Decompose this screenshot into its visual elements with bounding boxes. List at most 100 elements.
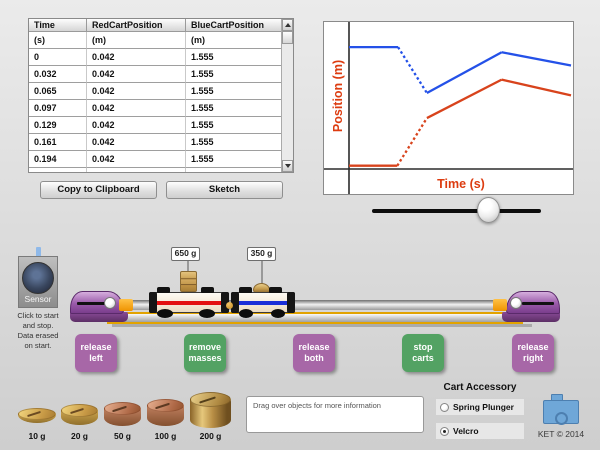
sensor-button[interactable]: Sensor xyxy=(18,256,58,308)
table-cell: 0.042 xyxy=(87,83,186,100)
radio-button[interactable] xyxy=(440,426,449,436)
table-cell: 1.555 xyxy=(186,66,282,83)
table-cell: 0.042 xyxy=(87,134,186,151)
scroll-up-icon xyxy=(284,23,291,27)
table-cell: 1.555 xyxy=(186,117,282,134)
unit-cell: (m) xyxy=(186,32,282,49)
red-cart-tag-pole xyxy=(187,261,189,273)
table-cell: 1.555 xyxy=(186,49,282,66)
column-header: BlueCartPosition xyxy=(186,19,282,32)
blue-cart-wheel xyxy=(271,309,285,318)
release-both-button[interactable]: release both xyxy=(293,334,335,372)
camera-icon xyxy=(543,400,579,425)
table-cell xyxy=(87,168,186,172)
table-cell: 0.097 xyxy=(29,100,87,117)
column-header: Time xyxy=(29,19,87,32)
scrollbar-thumb[interactable] xyxy=(282,31,293,44)
table-cell xyxy=(29,168,87,172)
sensor-label: Sensor xyxy=(24,294,52,304)
table-cell: 1.555 xyxy=(186,83,282,100)
credit-text: KET © 2014 xyxy=(537,429,585,439)
accessory-option-velcro[interactable]: Velcro xyxy=(436,423,524,439)
right-plunger-rod xyxy=(522,302,554,305)
blue-cart-mass-tag: 350 g xyxy=(247,247,276,261)
release-left-button[interactable]: release left xyxy=(75,334,117,372)
blue-cart-wheel xyxy=(239,309,253,318)
right-launcher-base xyxy=(502,312,560,322)
chart-line-segment xyxy=(396,117,428,167)
mass-label-200g: 200 g xyxy=(199,431,222,441)
sensor-icon xyxy=(22,262,54,294)
release-right-button[interactable]: release right xyxy=(512,334,554,372)
table-cell: 0.042 xyxy=(87,49,186,66)
right-plunger-knob[interactable] xyxy=(510,297,522,309)
velcro-connector xyxy=(226,302,233,309)
table-cell: 1.555 xyxy=(186,134,282,151)
left-plunger-knob[interactable] xyxy=(104,297,116,309)
scroll-down-button[interactable] xyxy=(282,160,293,172)
sensor-cable xyxy=(36,247,41,258)
cart-accessory-title: Cart Accessory xyxy=(443,382,517,393)
right-launcher-tip xyxy=(493,299,507,311)
mass-label-10g: 10 g xyxy=(28,431,46,441)
left-launcher-tip xyxy=(119,299,133,311)
table-cell: 0 xyxy=(29,49,87,66)
mass-200g[interactable] xyxy=(190,392,231,432)
remove-masses-button[interactable]: remove masses xyxy=(184,334,226,372)
mass-10g[interactable] xyxy=(18,408,56,426)
radio-button[interactable] xyxy=(440,402,449,412)
table-cell: 1.555 xyxy=(186,100,282,117)
red-cart-left-bracket xyxy=(157,287,170,293)
blue-cart-left-bumper xyxy=(231,292,239,313)
track-stripe-bottom xyxy=(107,322,523,324)
x-axis-label: Time (s) xyxy=(437,177,485,191)
accessory-option-label: Spring Plunger xyxy=(453,402,514,412)
position-time-graph: Position (m) Time (s) xyxy=(323,21,574,195)
red-cart-stacked-mass[interactable] xyxy=(180,271,197,292)
chart-line-segment xyxy=(501,51,572,67)
red-cart-stripe xyxy=(156,301,222,305)
accessory-option-label: Velcro xyxy=(453,426,479,436)
time-slider-track[interactable] xyxy=(372,209,541,213)
unit-cell: (m) xyxy=(87,32,186,49)
stop-carts-button[interactable]: stop carts xyxy=(402,334,444,372)
chart-line-segment xyxy=(426,51,503,94)
mass-label-100g: 100 g xyxy=(154,431,177,441)
table-cell: 0.194 xyxy=(29,151,87,168)
info-box: Drag over objects for more information xyxy=(246,396,424,433)
table-cell: 0.161 xyxy=(29,134,87,151)
red-cart-left-bumper xyxy=(149,292,157,313)
time-slider-handle[interactable] xyxy=(477,197,500,223)
table-cell: 1.555 xyxy=(186,151,282,168)
mass-label-20g: 20 g xyxy=(70,431,88,441)
blue-cart-stripe xyxy=(238,301,288,305)
camera-lens-icon xyxy=(555,412,568,425)
radio-dot xyxy=(443,429,446,433)
track-stripe-top xyxy=(107,312,523,314)
table-cell: 0.065 xyxy=(29,83,87,100)
track-shadow xyxy=(112,324,532,327)
table-cell xyxy=(186,168,282,172)
copy-to-clipboard-button[interactable]: Copy to Clipboard xyxy=(40,181,157,199)
column-header: RedCartPosition xyxy=(87,19,186,32)
table-scrollbar[interactable] xyxy=(281,19,293,172)
track-rail xyxy=(124,300,496,310)
table-cell: 0.032 xyxy=(29,66,87,83)
mass-50g[interactable] xyxy=(104,402,141,429)
red-cart-right-bumper xyxy=(221,292,229,313)
y-axis-label: Position (m) xyxy=(331,59,345,133)
sketch-button[interactable]: Sketch xyxy=(166,181,283,199)
scroll-up-button[interactable] xyxy=(282,19,293,31)
mass-100g[interactable] xyxy=(147,399,184,429)
table-cell: 0.042 xyxy=(87,66,186,83)
accessory-option-spring-plunger[interactable]: Spring Plunger xyxy=(436,399,524,415)
red-cart-wheel xyxy=(157,309,173,318)
mass-20g[interactable] xyxy=(61,404,98,428)
camera-button[interactable] xyxy=(543,394,579,425)
blue-cart-left-bracket xyxy=(239,287,252,293)
blue-cart-right-bumper xyxy=(287,292,295,313)
chart-line-segment xyxy=(397,46,428,94)
mass-label-50g: 50 g xyxy=(113,431,131,441)
table-cell: 0.042 xyxy=(87,151,186,168)
